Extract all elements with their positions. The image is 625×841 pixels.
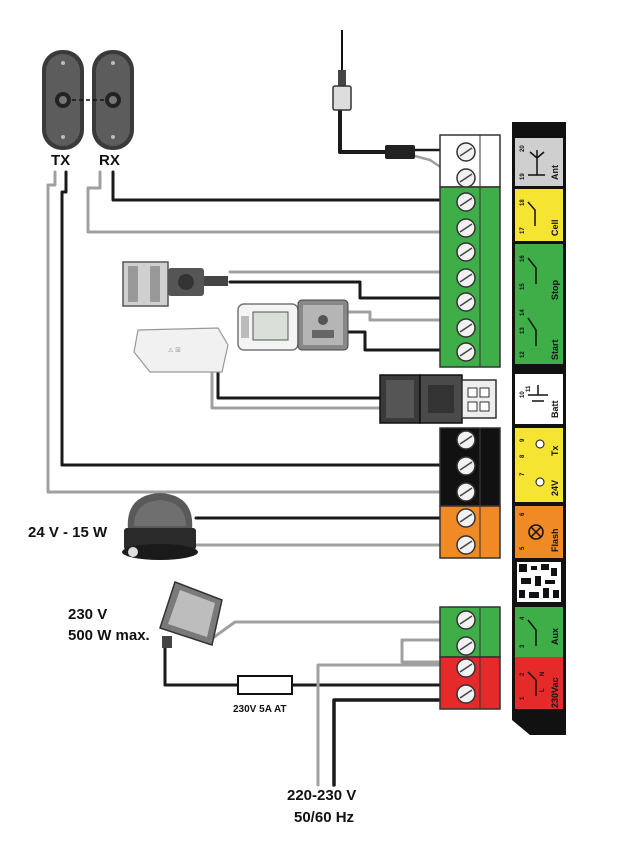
flashing-light-icon [122,493,198,560]
pin-7: 7 [520,472,526,476]
strip-label-ant: Ant [550,165,560,180]
key-selector-icon [122,261,228,307]
photocell-rx-icon [92,50,134,150]
screw-slot [459,347,473,357]
screw-slot [459,247,473,257]
pin-18: 18 [520,199,526,206]
strip-label-flash: Flash [550,528,560,552]
strip-label-230vac: 230Vac [550,677,560,708]
strip-label-batt: Batt [550,400,560,418]
strip-label-stop: Stop [550,280,560,300]
mains-wire-dark [332,698,462,787]
wires [46,108,462,787]
tx-wire-dark [60,170,462,467]
screw-slot [459,689,473,699]
pin-19: 19 [520,173,526,180]
strip-ant [515,138,563,186]
battery-wire-1 [216,370,382,400]
pin-3: 3 [520,644,526,648]
pin-12: 12 [520,351,526,358]
screw-slot [459,487,473,497]
screw-slot [459,435,473,445]
battery-connector [379,374,497,424]
screw-slot [459,615,473,625]
pin-9: 9 [520,438,526,442]
strip-label-24v: 24V [550,480,560,496]
lamp-voltage-label: 230 V [68,606,108,623]
keypad-wire-1 [346,310,462,322]
pin-13: 13 [520,327,526,334]
strip-label-tx: Tx [550,445,560,456]
jumper-wire [400,638,442,664]
mains-voltage-label: 220-230 V [287,787,357,804]
antenna-cable [338,108,387,154]
photocell-tx-icon [42,50,84,150]
screw-slot [459,540,473,550]
screw-slot [459,641,473,651]
antenna-icon [332,30,415,159]
pin-5: 5 [520,546,526,550]
tx-label: TX [51,152,71,169]
pin-11: 11 [526,385,532,392]
svg-text:⚠ ☒: ⚠ ☒ [168,347,181,354]
strip-label-cell: Cell [550,219,560,236]
screw-slot [459,461,473,471]
pin-8: 8 [520,454,526,458]
pin-17: 17 [520,227,526,234]
flash-spec-label: 24 V - 15 W [28,524,108,541]
screw-slot [459,297,473,307]
outdoor-lamp-icon [159,581,223,648]
tx-wire-gray [46,170,462,494]
strip-batt [515,374,563,424]
pin-6: 6 [520,512,526,516]
pin-l: L [540,688,546,692]
fuse-icon [237,675,293,695]
battery-wire-2 [210,370,382,410]
terminal-screws [456,142,476,704]
screw-slot [459,147,473,157]
pin-20: 20 [520,145,526,152]
pin-n: N [540,672,546,676]
mains-wire-gray [316,663,462,787]
screw-slot [459,513,473,523]
lamp-wire-dark [163,643,240,687]
key-wire-2 [228,280,462,300]
screw-slot [459,273,473,283]
pin-14: 14 [520,309,526,316]
rx-wire-1 [111,170,462,202]
strip-stop-start [515,244,563,364]
keypad-icon [237,299,349,351]
pin-1: 1 [520,696,526,700]
pin-15: 15 [520,283,526,290]
rx-wire-2 [86,170,462,234]
pin-4: 4 [520,616,526,620]
lamp-wire-gray [208,620,462,642]
pin-2: 2 [520,672,526,676]
strip-label-aux: Aux [550,628,560,645]
screw-slot [459,223,473,233]
strip-aux [515,607,563,657]
strip-cell [515,189,563,241]
strip-flash [515,506,563,558]
pin-16: 16 [520,255,526,262]
qr-code-icon [517,562,561,602]
lamp-power-label: 500 W max. [68,627,150,644]
strip-230vac [515,657,563,709]
mains-freq-label: 50/60 Hz [294,809,355,826]
rx-label: RX [99,152,120,169]
pin-10: 10 [520,391,526,398]
battery-icon: ⚠ ☒ [133,327,229,373]
fuse-label: 230V 5A AT [233,704,287,715]
screw-slot [459,173,473,183]
label-strip: Ant Cell Stop Start Batt Tx 24V Flash Au… [512,122,566,735]
keypad-wire-2 [346,330,462,352]
strip-label-start: Start [550,339,560,360]
screw-slot [459,663,473,673]
screw-slot [459,197,473,207]
screw-slot [459,323,473,333]
